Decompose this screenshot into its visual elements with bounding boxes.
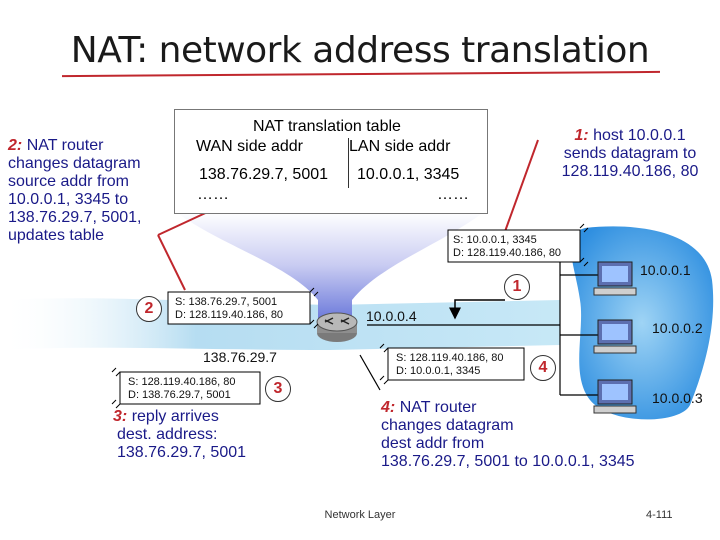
- host-icon-3: [593, 379, 637, 414]
- step-circle-4: 4: [530, 355, 556, 381]
- router-lan-address: 10.0.0.4: [366, 308, 417, 324]
- packet-box-1: [447, 229, 581, 263]
- host-1-address: 10.0.0.1: [640, 262, 691, 278]
- table-ellipsis-left: ……: [197, 186, 229, 203]
- host-icon-1: [593, 261, 637, 296]
- packet-1: S: 10.0.0.1, 3345 D: 128.119.40.186, 80: [453, 234, 562, 259]
- footer-section: Network Layer: [324, 509, 396, 521]
- step-circle-2: 2: [136, 296, 162, 322]
- table-ellipsis-right: ……: [437, 186, 469, 203]
- host-icon-2: [593, 319, 637, 354]
- step-circle-1: 1: [504, 274, 530, 300]
- table-heading: NAT translation table: [253, 118, 401, 135]
- step-circle-3: 3: [265, 376, 291, 402]
- nat-translation-table: NAT translation table WAN side addr LAN …: [174, 109, 488, 214]
- step-1-note: 1: host 10.0.0.1 sends datagram to 128.1…: [561, 127, 699, 180]
- table-row1-lan: 10.0.0.1, 3345: [357, 166, 460, 183]
- table-col-wan: WAN side addr: [196, 138, 303, 155]
- packet-box-2: [167, 291, 311, 325]
- host-3-address: 10.0.0.3: [652, 390, 703, 406]
- step-2-note: 2: NAT router changes datagram source ad…: [8, 137, 142, 244]
- table-column-divider: [348, 138, 349, 188]
- router-icon: [316, 312, 358, 342]
- host-2-address: 10.0.0.2: [652, 320, 703, 336]
- packet-2: S: 138.76.29.7, 5001 D: 128.119.40.186, …: [175, 296, 284, 321]
- step-4-note: 4: NAT router changes datagram dest addr…: [381, 399, 635, 470]
- router-wan-address: 138.76.29.7: [203, 349, 277, 365]
- packet-3: S: 128.119.40.186, 80 D: 138.76.29.7, 50…: [128, 376, 236, 401]
- step-3-note: 3: reply arrives dest. address: 138.76.2…: [113, 408, 247, 461]
- nat-funnel: [176, 212, 484, 330]
- footer-page-number: 4-111: [646, 509, 673, 521]
- packet-4: S: 128.119.40.186, 80 D: 10.0.0.1, 3345: [396, 352, 504, 377]
- packet-box-4: [387, 347, 525, 381]
- table-col-lan: LAN side addr: [349, 138, 451, 155]
- page-title: NAT: network address translation: [70, 30, 650, 71]
- table-row1-wan: 138.76.29.7, 5001: [199, 166, 329, 183]
- packet-box-3: [119, 371, 261, 405]
